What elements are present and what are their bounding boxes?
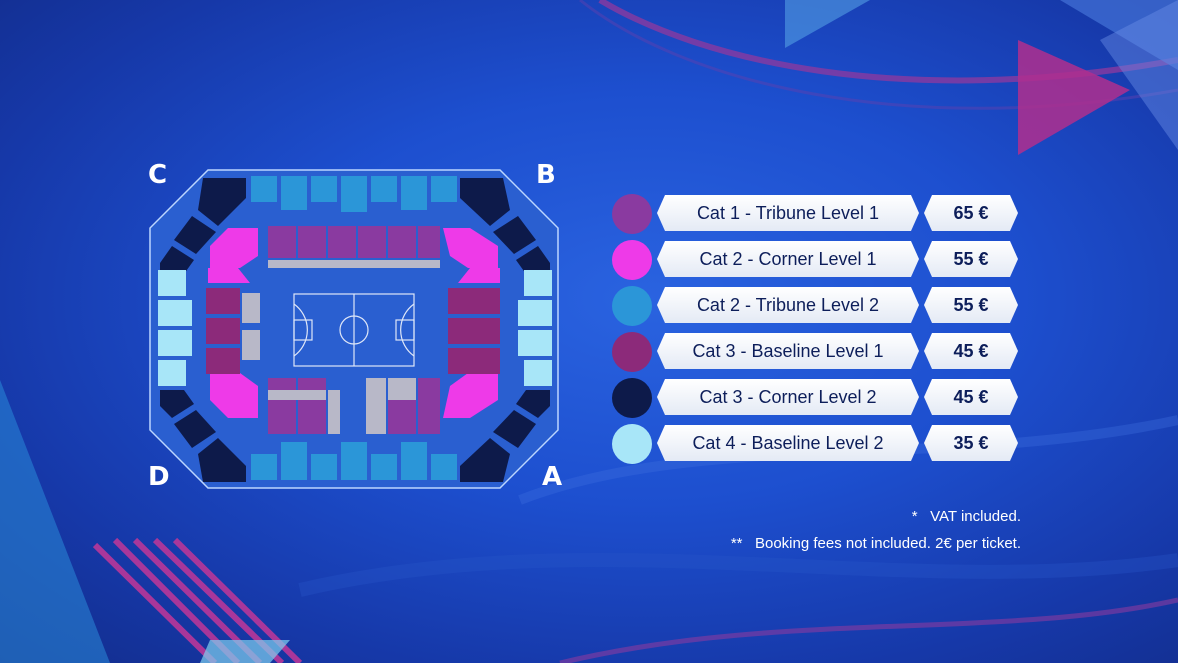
baseline-level-2-sections [158,270,552,386]
category-price: 65 € [924,195,1018,231]
category-price: 45 € [924,379,1018,415]
vat-note: * VAT included. [911,508,1021,525]
legend-row: Cat 4 - Baseline Level 2 35 € [612,424,1022,464]
corner-level-1-sections [208,228,500,418]
category-price: 55 € [924,241,1018,277]
category-label: Cat 1 - Tribune Level 1 [657,195,919,231]
booking-fees-note: ** Booking fees not included. 2€ per tic… [730,535,1021,552]
category-label: Cat 3 - Corner Level 2 [657,379,919,415]
tribune-level-2-sections [251,176,457,480]
category-color-dot [612,240,652,280]
legend-row: Cat 2 - Tribune Level 2 55 € [612,286,1022,326]
baseline-level-1-sections [206,288,500,374]
corner-level-2-sections [160,178,550,482]
basketball-court [293,293,415,367]
legend-row: Cat 2 - Corner Level 1 55 € [612,240,1022,280]
corner-label-c: C [148,160,168,190]
category-color-dot [612,424,652,464]
corner-label-b: B [536,160,556,190]
corner-label-d: D [148,462,170,492]
tribune-level-1-sections [268,226,440,434]
restricted-view-sections [242,260,440,434]
legend-row: Cat 3 - Baseline Level 1 45 € [612,332,1022,372]
corner-label-a: A [542,462,563,492]
category-price: 35 € [924,425,1018,461]
category-label: Cat 3 - Baseline Level 1 [657,333,919,369]
category-color-dot [612,286,652,326]
category-label: Cat 2 - Corner Level 1 [657,241,919,277]
category-color-dot [612,378,652,418]
category-label: Cat 4 - Baseline Level 2 [657,425,919,461]
category-price: 55 € [924,287,1018,323]
category-color-dot [612,194,652,234]
category-price: 45 € [924,333,1018,369]
legend-row: Cat 3 - Corner Level 2 45 € [612,378,1022,418]
category-color-dot [612,332,652,372]
category-label: Cat 2 - Tribune Level 2 [657,287,919,323]
arena-seating-map [149,169,559,489]
legend-row: Cat 1 - Tribune Level 1 65 € [612,194,1022,234]
